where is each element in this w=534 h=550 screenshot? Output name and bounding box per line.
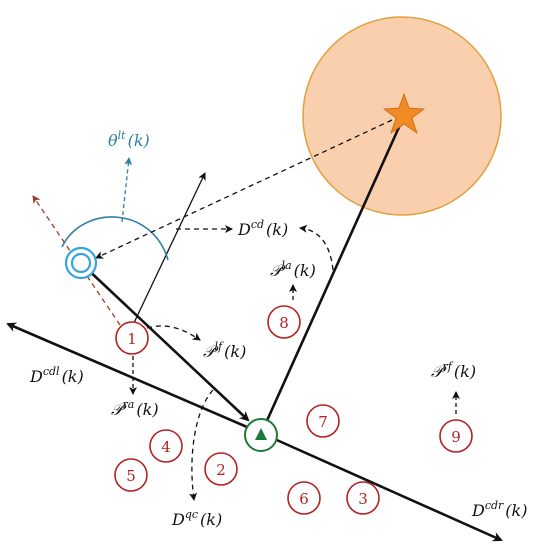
goal-to-leader-dashed	[95, 119, 393, 259]
svg-text:5: 5	[126, 467, 136, 485]
node-4: 4	[149, 429, 183, 463]
node1-heading-line	[131, 172, 206, 328]
svg-text:1: 1	[127, 330, 137, 348]
pointer-d-qc	[189, 389, 214, 501]
label-d-cdl: Dcdl(k)	[29, 365, 84, 386]
node-2: 2	[204, 452, 238, 486]
node-7: 7	[306, 404, 340, 438]
node-5: 5	[114, 458, 148, 492]
road-line-right	[260, 431, 503, 542]
svg-text:3: 3	[358, 490, 368, 508]
node-8: 8	[267, 305, 301, 339]
node-9: 9	[439, 419, 473, 453]
leader-red-dashed-heading	[32, 195, 121, 326]
label-d-cd: Dcd(k)	[237, 218, 288, 239]
label-p-lf: 𝒫lf(k)	[203, 340, 246, 361]
svg-text:9: 9	[451, 428, 461, 446]
star-icon	[382, 92, 426, 135]
ego-to-goal-line	[263, 115, 406, 426]
label-theta-lt: θlt(k)	[108, 129, 150, 150]
theta-dashed-arrow	[121, 157, 133, 223]
ego-vehicle	[244, 418, 278, 452]
triangle-icon	[255, 428, 267, 440]
node-3: 3	[346, 481, 380, 515]
label-p-rf: 𝒫rf(k)	[431, 360, 476, 381]
pointer-p-lf	[146, 325, 201, 341]
label-p-ra: 𝒫ra(k)	[111, 398, 159, 419]
ring-icon	[64, 246, 98, 280]
label-d-cdr: Dcdr(k)	[471, 499, 527, 520]
node-6: 6	[287, 481, 321, 515]
road-line-left	[6, 322, 262, 435]
node-1: 1	[115, 321, 149, 355]
svg-text:4: 4	[161, 438, 171, 456]
svg-text:2: 2	[216, 461, 226, 479]
label-p-la: 𝒫la(k)	[270, 259, 316, 280]
label-d-qc: Dqc(k)	[171, 508, 222, 529]
svg-text:6: 6	[299, 490, 309, 508]
pointer-p-la	[299, 224, 334, 271]
theta-arc	[61, 216, 169, 261]
leader-to-ego-line	[83, 265, 250, 422]
svg-text:8: 8	[279, 314, 289, 332]
svg-text:7: 7	[318, 413, 328, 431]
